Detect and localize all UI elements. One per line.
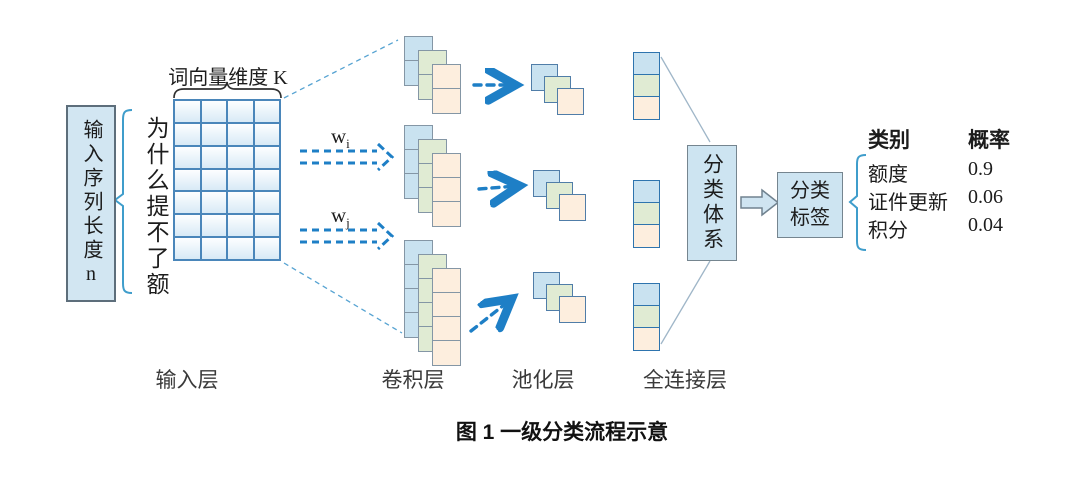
- filter-arrow-1: [300, 142, 395, 172]
- matrix-cell: [200, 100, 227, 123]
- matrix-cell: [200, 237, 227, 260]
- table-cell-category: 额度: [868, 164, 908, 186]
- matrix-cell: [200, 122, 227, 146]
- fc-cell-orange: [634, 97, 659, 119]
- matrix-cell: [227, 145, 254, 169]
- fc-cell-blue: [634, 181, 659, 203]
- conv-cell: [433, 341, 460, 365]
- taxonomy-box: 分类体系: [687, 145, 737, 261]
- fc-column-3: [633, 283, 660, 351]
- matrix-cell: [253, 122, 280, 146]
- figure-caption: 图 1 一级分类流程示意: [455, 421, 669, 444]
- conv-cell: [433, 178, 460, 202]
- fc-to-taxonomy-top-line: [660, 56, 711, 143]
- pool-square-orange: [557, 88, 584, 115]
- matrix-cell: [253, 168, 280, 192]
- table-row: 额度 0.9: [868, 158, 1038, 186]
- filter-label-1: wi: [331, 124, 350, 152]
- conv-cell: [433, 202, 460, 226]
- conv-cell: [433, 154, 460, 178]
- table-row: 积分 0.04: [868, 214, 1038, 242]
- matrix-cell: [227, 122, 254, 146]
- dimension-brace: [173, 81, 282, 99]
- input-length-box: 输入序列长度n: [66, 105, 116, 302]
- matrix-cell: [227, 191, 254, 215]
- matrix-cell: [227, 100, 254, 123]
- matrix-cell: [174, 214, 201, 238]
- fc-cell-blue: [634, 284, 659, 306]
- filter-label-2: wj: [331, 203, 350, 231]
- matrix-cell: [253, 214, 280, 238]
- matrix-cell: [174, 122, 201, 146]
- table-cell-probability: 0.04: [968, 214, 1003, 236]
- result-table-body: 额度 0.9 证件更新 0.06 积分 0.04: [868, 158, 1038, 242]
- matrix-cell: [253, 237, 280, 260]
- table-header-category: 类别: [868, 129, 910, 152]
- matrix-cell: [253, 145, 280, 169]
- pool-arrow-3: [469, 301, 509, 333]
- pool-square-orange: [559, 194, 586, 221]
- conv-cell: [433, 89, 460, 113]
- table-header-probability: 概率: [968, 129, 1010, 152]
- conv-cell: [433, 269, 460, 293]
- matrix-cell: [174, 168, 201, 192]
- conv-cell: [433, 317, 460, 341]
- result-table: 类别 概率 额度 0.9 证件更新 0.06 积分 0.04: [868, 124, 1038, 242]
- result-label-box: 分类 标签: [777, 172, 843, 238]
- matrix-cell: [174, 145, 201, 169]
- conv-column-orange: [432, 64, 461, 114]
- matrix-cell: [174, 191, 201, 215]
- taxonomy-to-label-arrow: [740, 188, 780, 217]
- matrix-to-conv-top-line: [283, 39, 399, 99]
- matrix-cell: [200, 168, 227, 192]
- layer-label-conv: 卷积层: [381, 368, 445, 392]
- matrix-cell: [227, 168, 254, 192]
- fc-column-1: [633, 52, 660, 120]
- matrix-cell: [253, 100, 280, 123]
- table-row: 证件更新 0.06: [868, 186, 1038, 214]
- matrix-to-conv-bottom-line: [283, 262, 403, 334]
- table-cell-category: 积分: [868, 220, 908, 242]
- fc-column-2: [633, 180, 660, 248]
- matrix-cell: [174, 100, 201, 123]
- pool-arrow-2: [477, 186, 516, 189]
- fc-cell-green: [634, 75, 659, 97]
- conv-cell: [433, 293, 460, 317]
- matrix-cell: [200, 214, 227, 238]
- conv-column-orange: [432, 268, 461, 366]
- conv-cell: [433, 65, 460, 89]
- filter-arrow-2: [300, 221, 395, 251]
- pool-square-orange: [559, 296, 586, 323]
- matrix-cell: [200, 191, 227, 215]
- result-table-header: 类别 概率: [868, 124, 1038, 158]
- layer-label-pooling: 池化层: [511, 368, 575, 392]
- layer-label-fc: 全连接层: [643, 368, 727, 392]
- fc-cell-orange: [634, 328, 659, 350]
- sequence-text: 为什么提不了额: [143, 116, 168, 298]
- table-cell-probability: 0.9: [968, 158, 993, 180]
- sequence-bracket: [113, 109, 133, 294]
- fc-cell-green: [634, 306, 659, 328]
- fc-to-taxonomy-bottom-line: [660, 260, 711, 345]
- matrix-cell: [227, 214, 254, 238]
- layer-label-input: 输入层: [155, 368, 219, 392]
- fc-cell-orange: [634, 225, 659, 247]
- fc-cell-green: [634, 203, 659, 225]
- matrix-cell: [253, 191, 280, 215]
- table-cell-probability: 0.06: [968, 186, 1003, 208]
- matrix-cell: [200, 145, 227, 169]
- dimension-label: 词向量维度 K: [168, 67, 288, 89]
- table-cell-category: 证件更新: [868, 192, 948, 214]
- input-length-label: 输入序列长度n: [80, 118, 102, 289]
- fc-cell-blue: [634, 53, 659, 75]
- matrix-cell: [174, 237, 201, 260]
- label-to-table-bracket: [848, 154, 867, 251]
- matrix-cell: [227, 237, 254, 260]
- conv-column-orange: [432, 153, 461, 227]
- embedding-matrix: [173, 99, 281, 261]
